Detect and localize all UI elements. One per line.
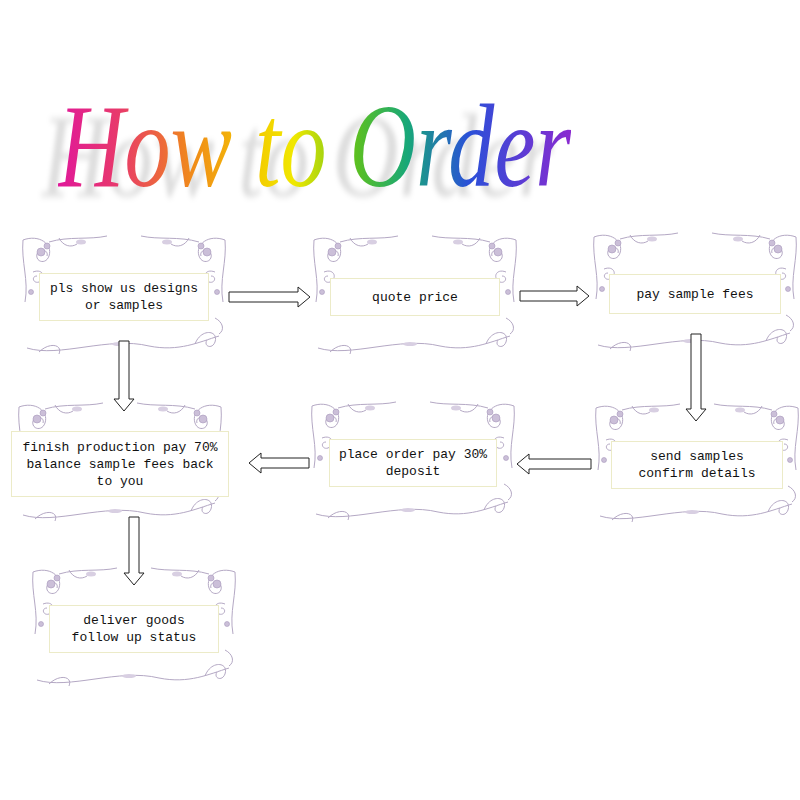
page-title: How to Order [58,88,571,206]
step-text: finish production pay 70% balance sample… [20,439,220,490]
step-text: pls show us designs or samples [48,280,200,314]
floral-frame [312,402,515,520]
floral-frame [594,233,797,351]
block-arrow [686,334,706,421]
process-box: place order pay 30% deposit [329,439,497,487]
step-text: place order pay 30% deposit [338,446,488,480]
block-arrow [229,287,310,307]
block-arrow [517,454,591,474]
floral-frame [314,236,517,354]
step-text: send samples confirm details [620,448,774,482]
process-box: pay sample fees [609,274,781,314]
floral-frame [596,404,799,522]
floral-frame [23,236,226,354]
block-arrow [520,286,589,306]
step-text: quote price [372,289,458,306]
process-box: pls show us designs or samples [39,273,209,321]
process-box: send samples confirm details [611,441,783,489]
process-box: finish production pay 70% balance sample… [11,431,229,497]
process-box: quote price [330,278,500,316]
process-box: deliver goods follow up status [49,605,219,653]
step-text: deliver goods follow up status [58,612,210,646]
block-arrow [114,341,134,411]
block-arrow [124,517,144,585]
floral-frame [19,403,222,521]
block-arrow [249,453,309,473]
step-text: pay sample fees [636,286,753,303]
